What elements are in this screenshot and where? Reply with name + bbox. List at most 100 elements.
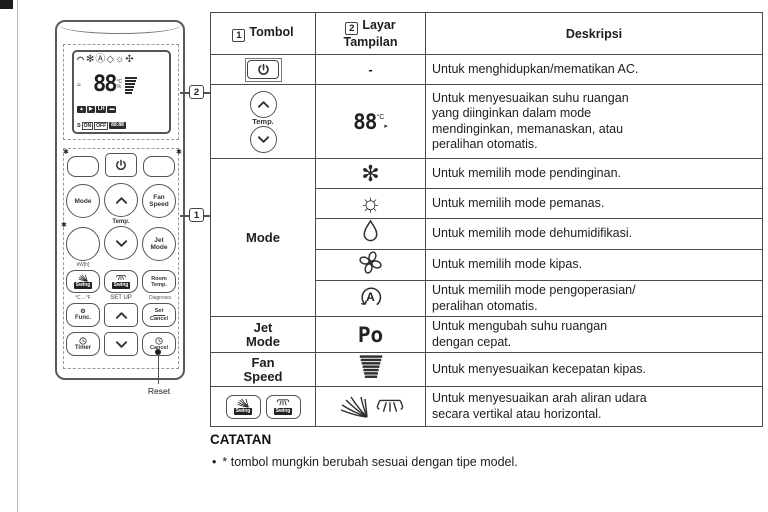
asterisk-mark: ✱ [63, 149, 69, 156]
vertical-swing-icon [78, 274, 88, 282]
remote-temp-up-button [104, 183, 138, 217]
page-edge-line [17, 0, 18, 512]
temp-down-button [249, 125, 277, 153]
lcd-off-label: OFF [94, 121, 109, 130]
jet-mode-display-cell: Po [315, 316, 426, 353]
callout-1: 1 [189, 208, 204, 222]
callout-line [204, 92, 211, 94]
reset-label: Reset [147, 386, 171, 396]
asterisk-mark: ✱ [61, 222, 67, 229]
remote-energy-button [66, 227, 100, 261]
setup-label: SET UP [110, 295, 132, 301]
remote-mode-button: Mode [66, 184, 100, 218]
row-power: - Untuk menghidupkan/mematikan AC. [210, 54, 763, 85]
cool-desc-cell: Untuk memilih mode pendinginan. [425, 158, 763, 189]
lcd-units: °C % [116, 79, 123, 91]
row-mode-auto: A Untuk memilih mode pengoperasian/ pera… [211, 280, 763, 317]
signal-icon: ◠ [77, 55, 85, 64]
dry-display-cell [315, 218, 426, 250]
celsius-unit: °C [376, 113, 385, 121]
remote-func-button: ⚙ Func. [66, 303, 100, 327]
lcd-chip: ▶ [86, 105, 95, 113]
asterisk-mark: ✱ [176, 149, 182, 156]
remote-top-edge [59, 23, 181, 34]
lcd-mode-icons-row: ◠ ✻Ⓐ◇☼✣ [77, 55, 166, 65]
notes-bullet: •* tombol mungkin berubah sesuai dengan … [212, 455, 518, 469]
chevron-up-icon [115, 196, 127, 204]
chevron-up-icon [257, 100, 269, 108]
lcd-s-label: S [77, 122, 81, 129]
lcd-chip-lh: LH [95, 105, 107, 113]
temp-buttons-cell: Temp. [210, 84, 316, 159]
auto-desc-cell: Untuk memilih mode pengoperasian/ perali… [425, 280, 763, 317]
row-mode-dry: Untuk memilih mode dehumidifikasi. [211, 218, 763, 250]
lcd-chip: ▲ [77, 105, 86, 113]
temp-desc-cell: Untuk menyesuaikan suhu ruangan yang dii… [425, 84, 763, 159]
lcd-mode-icons: ✻Ⓐ◇☼✣ [85, 54, 135, 65]
lcd-temp-row: ≈ 88 °C % [77, 74, 166, 96]
remote-temp-down-button [104, 226, 138, 260]
temp-label: Temp. [252, 116, 274, 126]
button-zone-outline [63, 148, 179, 369]
remote-horizontal-swing-button: Swing [104, 270, 138, 293]
fan-speed-bars-icon [359, 354, 382, 378]
lcd-temperature: 88 [93, 72, 117, 98]
chevron-down-icon [115, 239, 127, 247]
mode-button-cell: Mode [210, 158, 316, 317]
horizontal-swing-button: Swing [265, 394, 301, 419]
lcd-status-row: ▲ ▶ LH ▬ [77, 105, 166, 113]
auto-mode-icon: A [357, 284, 385, 309]
callout-line [180, 215, 189, 217]
row-mode-cool: Mode ✻ Untuk memilih mode pendinginan. [210, 158, 763, 317]
swing-buttons-cell: Swing Swing [210, 386, 316, 427]
heat-desc-cell: Untuk memilih mode pemanas. [425, 188, 763, 219]
remote-power-button [105, 153, 137, 177]
reset-pointer-line [158, 356, 160, 384]
reset-hole [155, 349, 161, 355]
vertical-swing-icon [340, 396, 368, 418]
sun-icon: ☼ [359, 189, 382, 217]
fan-icon [359, 251, 382, 274]
row-mode-fan: Untuk memilih mode kipas. [211, 249, 763, 281]
vertical-swing-button: Swing [225, 394, 261, 419]
chevron-down-icon [115, 340, 127, 348]
callout-line [204, 215, 211, 217]
kwh-label: kW[h] [76, 262, 90, 268]
fan-display-cell [315, 249, 426, 281]
lcd-chip: ▬ [107, 105, 117, 113]
lcd-time: 88:88 [109, 122, 126, 130]
celsius-fahrenheit-label: °C↔°F [75, 295, 91, 301]
bullet-marker: • [212, 455, 217, 469]
airflow-mark: ▸ [384, 122, 388, 130]
clock-icon [79, 337, 87, 345]
remote-blank-button-right [143, 156, 175, 177]
fan-speed-desc-cell: Untuk menyesuaikan kecepatan kipas. [425, 352, 763, 387]
jet-mode-desc-cell: Untuk mengubah suhu ruangan dengan cepat… [425, 316, 763, 353]
chevron-down-icon [257, 135, 269, 143]
temperature-display: 88 [353, 109, 377, 134]
lcd-swing-icon: ≈ [77, 81, 81, 89]
droplet-icon [363, 219, 378, 242]
remote-vertical-swing-button: Swing [66, 270, 100, 293]
chevron-up-icon [115, 311, 127, 319]
remote-timer-down-button [104, 332, 138, 356]
heat-display-cell: ☼ [315, 188, 426, 219]
power-icon [116, 159, 126, 170]
diagnosis-label: Diagnosis [149, 295, 171, 301]
clock-icon [155, 337, 163, 345]
scan-artifact [0, 0, 13, 9]
vertical-swing-icon [237, 398, 249, 408]
temp-up-button [249, 90, 277, 118]
swing-desc-cell: Untuk menyesuaikan arah aliran udara sec… [425, 386, 763, 427]
